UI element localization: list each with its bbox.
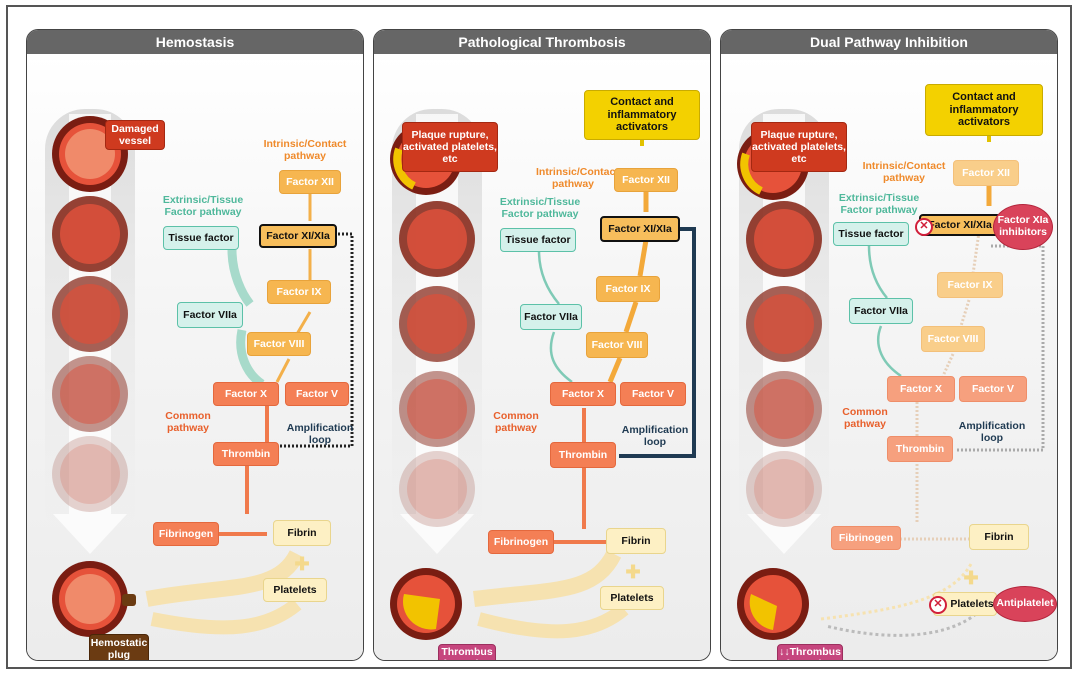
vessel-cross-section-icon	[390, 123, 475, 640]
panel-body: Damaged vessel Intrinsic/Contact pathway…	[27, 54, 363, 660]
factor-viii-box: Factor VIII	[921, 326, 985, 352]
extrinsic-label: Extrinsic/Tissue Factor pathway	[162, 194, 244, 219]
xia-inhibitor-badge: Factor XIa inhibitors	[993, 204, 1053, 250]
panel-title: Pathological Thrombosis	[374, 30, 710, 54]
amplification-label: Amplification loop	[286, 422, 354, 447]
factor-ix-box: Factor IX	[267, 280, 331, 304]
activators-box: Contact and inflammatory activators	[925, 84, 1043, 136]
fibrin-box: Fibrin	[273, 520, 331, 546]
factor-ix-box: Factor IX	[596, 276, 660, 302]
factor-viii-box: Factor VIII	[586, 332, 648, 358]
vessel-column	[390, 109, 696, 640]
trigger-box: Plaque rupture, activated platelets, etc	[751, 122, 847, 172]
intrinsic-label: Intrinsic/Contact pathway	[536, 166, 619, 191]
factor-xi-box: Factor XI/XIa	[259, 224, 337, 248]
panel-dual-pathway-inhibition: Dual Pathway Inhibition	[720, 29, 1058, 661]
thrombin-box: Thrombin	[213, 442, 279, 466]
factor-viia-box: Factor VIIa	[177, 302, 243, 328]
factor-v-box: Factor V	[620, 382, 686, 406]
tissue-factor-box: Tissue factor	[500, 228, 576, 252]
tissue-factor-box: Tissue factor	[833, 222, 909, 246]
intrinsic-label: Intrinsic/Contact pathway	[263, 138, 347, 163]
thrombin-box: Thrombin	[550, 442, 616, 468]
plus-icon: ✚	[294, 554, 310, 574]
factor-xi-box: Factor XI/XIa	[919, 214, 1001, 236]
panel-title: Dual Pathway Inhibition	[721, 30, 1057, 54]
factor-xii-box: Factor XII	[614, 168, 678, 192]
extrinsic-label: Extrinsic/Tissue Factor pathway	[499, 196, 581, 221]
fibrinogen-box: Fibrinogen	[831, 526, 901, 550]
extrinsic-label: Extrinsic/Tissue Factor pathway	[838, 192, 920, 217]
thrombin-box: Thrombin	[887, 436, 953, 462]
amplification-label: Amplification loop	[958, 420, 1026, 445]
inhibition-x-icon: ✕	[915, 218, 933, 236]
factor-xii-box: Factor XII	[953, 160, 1019, 186]
factor-x-box: Factor X	[213, 382, 279, 406]
factor-v-box: Factor V	[959, 376, 1027, 402]
figure-frame: Hemostasis	[6, 5, 1072, 669]
fibrin-box: Fibrin	[969, 524, 1029, 550]
common-label: Common pathway	[493, 410, 539, 435]
factor-v-box: Factor V	[285, 382, 349, 406]
factor-x-box: Factor X	[887, 376, 955, 402]
platelets-box: Platelets	[600, 586, 664, 610]
panel-pathological-thrombosis: Pathological Thrombosis	[373, 29, 711, 661]
inhibition-x-icon: ✕	[929, 596, 947, 614]
factor-viia-box: Factor VIIa	[520, 304, 582, 330]
panel-body: Plaque rupture, activated platelets, etc…	[721, 54, 1057, 660]
trigger-box: Plaque rupture, activated platelets, etc	[402, 122, 498, 172]
platelets-box: Platelets	[263, 578, 327, 602]
factor-xii-box: Factor XII	[279, 170, 341, 194]
vessel-cross-section-icon	[52, 116, 136, 637]
fibrinogen-box: Fibrinogen	[153, 522, 219, 546]
antiplatelet-badge: Antiplatelet	[993, 586, 1057, 622]
plus-icon: ✚	[963, 568, 979, 588]
amplification-label: Amplification loop	[621, 424, 689, 449]
panel-body: Plaque rupture, activated platelets, etc…	[374, 54, 710, 660]
panel-title: Hemostasis	[27, 30, 363, 54]
intrinsic-label: Intrinsic/Contact pathway	[862, 160, 946, 185]
factor-xi-box: Factor XI/XIa	[600, 216, 680, 242]
factor-ix-box: Factor IX	[937, 272, 1003, 298]
vessel-column	[45, 109, 354, 637]
fibrinogen-box: Fibrinogen	[488, 530, 554, 554]
outcome-box: Thrombus formation	[438, 644, 496, 660]
plus-icon: ✚	[625, 562, 641, 582]
common-label: Common pathway	[165, 410, 211, 435]
factor-viia-box: Factor VIIa	[849, 298, 913, 324]
common-label: Common pathway	[842, 406, 888, 431]
trigger-box: Damaged vessel	[105, 120, 165, 150]
factor-x-box: Factor X	[550, 382, 616, 406]
factor-viii-box: Factor VIII	[247, 332, 311, 356]
activators-box: Contact and inflammatory activators	[584, 90, 700, 140]
outcome-box: Hemostatic plug	[89, 634, 149, 660]
tissue-factor-box: Tissue factor	[163, 226, 239, 250]
outcome-box: ↓↓Thrombus formation	[777, 644, 843, 660]
panel-hemostasis: Hemostasis	[26, 29, 364, 661]
fibrin-box: Fibrin	[606, 528, 666, 554]
